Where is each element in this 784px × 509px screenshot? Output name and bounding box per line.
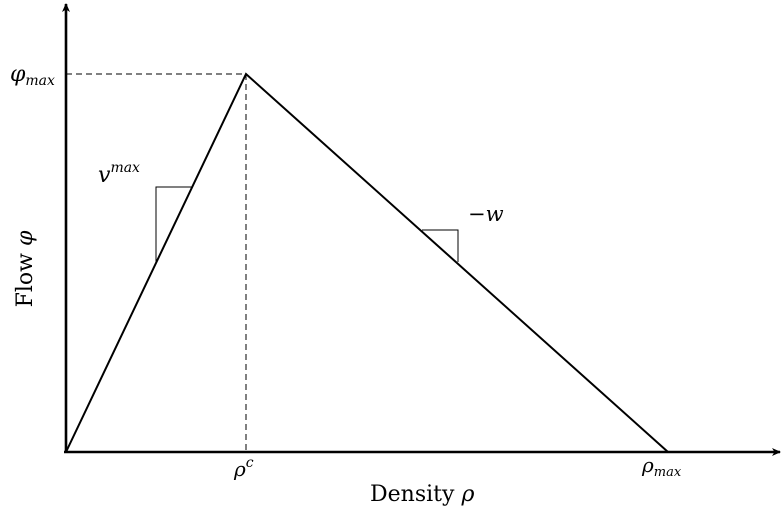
x-axis-label: Density ρ [370, 482, 474, 507]
v-max-slope-triangle [155, 186, 192, 262]
v-max-label: vmax [98, 160, 140, 188]
phi-max-label: φmax [10, 62, 55, 89]
rho-max-label: ρmax [641, 453, 682, 480]
y-axis-label: Flow φ [13, 230, 38, 307]
w-slope-triangle [422, 229, 459, 262]
rho-c-label: ρc [233, 455, 254, 481]
flow-density-curve [65, 72, 669, 453]
neg-w-label: −w [468, 202, 504, 226]
